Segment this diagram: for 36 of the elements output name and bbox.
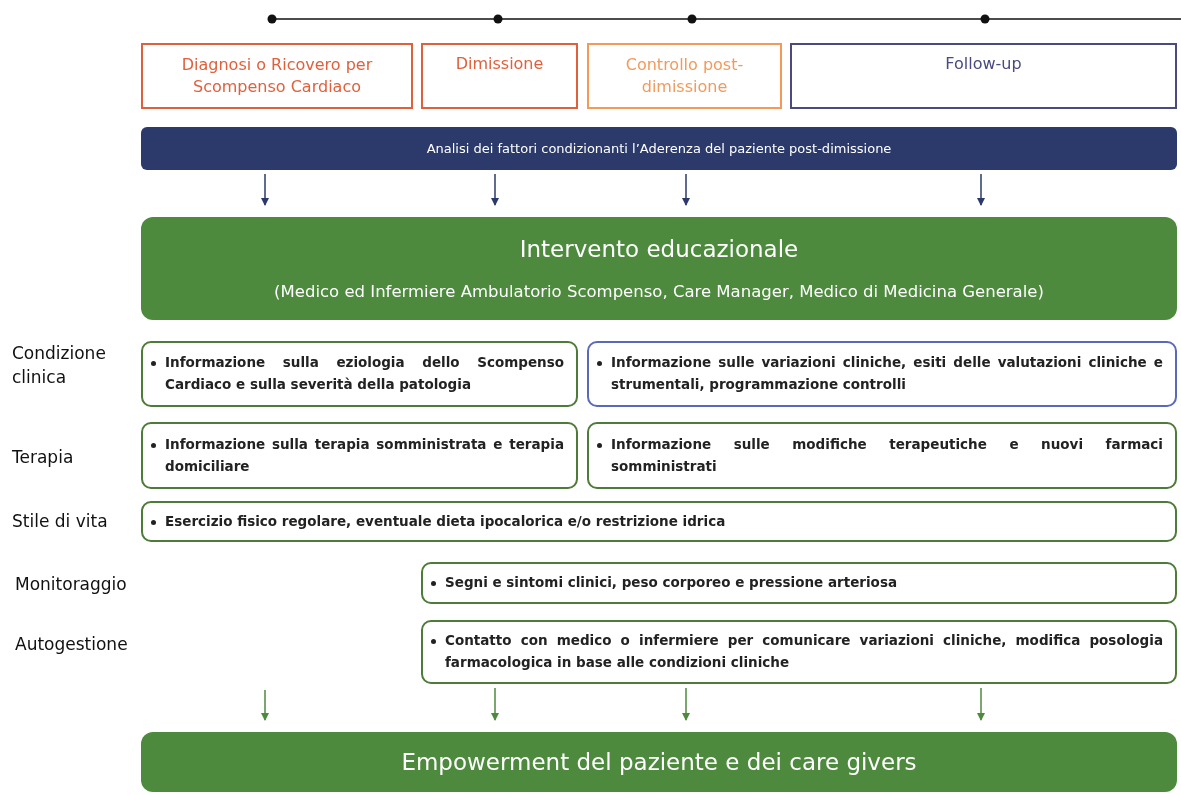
- phase-box: Follow-up: [790, 43, 1177, 109]
- bullet-text: Esercizio fisico regolare, eventuale dieta ipocalorica e/o restrizione idrica: [165, 511, 727, 531]
- info-box: [587, 422, 1177, 489]
- info-box: [141, 341, 578, 407]
- info-box: [141, 422, 578, 489]
- info-box: [421, 562, 1177, 604]
- outcome-banner: Empowerment del paziente e dei care givers: [141, 732, 1177, 792]
- banner-subtitle: (Medico ed Infermiere Ambulatorio Scompenso, Care Manager, Medico di Medicina Generale): [274, 281, 1044, 301]
- intervention-banner: [141, 217, 1177, 320]
- phase-box: Controllo post-dimissione: [587, 43, 782, 109]
- row-label: Condizione clinica: [12, 342, 107, 389]
- bullet-text: Informazione sulle modifiche terapeutiche e nuovi farmaci somministrati: [611, 434, 1163, 476]
- analysis-banner: Analisi dei fattori condizionanti l’Aderenza del paziente post-dimissione: [141, 127, 1177, 170]
- arrow: [977, 173, 985, 206]
- row-label: Terapia: [12, 446, 74, 469]
- arrow: [491, 687, 499, 721]
- arrow: [261, 173, 269, 206]
- info-box: [421, 620, 1177, 684]
- banner-title: Intervento educazionale: [519, 236, 799, 263]
- row-label: Stile di vita: [12, 510, 108, 533]
- arrow: [682, 173, 690, 206]
- phase-box: Diagnosi o Ricovero per Scompenso Cardiaco: [141, 43, 413, 109]
- row-label: Autogestione: [15, 633, 128, 656]
- row-label: Monitoraggio: [15, 573, 127, 596]
- bullet-text: Segni e sintomi clinici, peso corporeo e pressione arteriosa: [445, 573, 899, 593]
- bullet-text: Informazione sulla terapia somministrata e terapia domiciliare: [165, 434, 564, 476]
- phase-box: Dimissione: [421, 43, 578, 109]
- bullet-text: Informazione sulla eziologia dello Scompenso Cardiaco e sulla severità della patologia: [165, 353, 564, 394]
- arrow: [682, 687, 690, 721]
- arrow: [491, 173, 499, 206]
- info-box: [141, 501, 1177, 542]
- bullet-text: Contatto con medico o infermiere per comunicare variazioni cliniche, modifica posologia farmacologica in base alle condizioni cliniche: [445, 631, 1163, 672]
- bullet-text: Informazione sulle variazioni cliniche, esiti delle valutazioni cliniche e strumentali, programmazione controlli: [611, 353, 1163, 394]
- arrow: [977, 687, 985, 721]
- arrow: [261, 689, 269, 721]
- info-box: [587, 341, 1177, 407]
